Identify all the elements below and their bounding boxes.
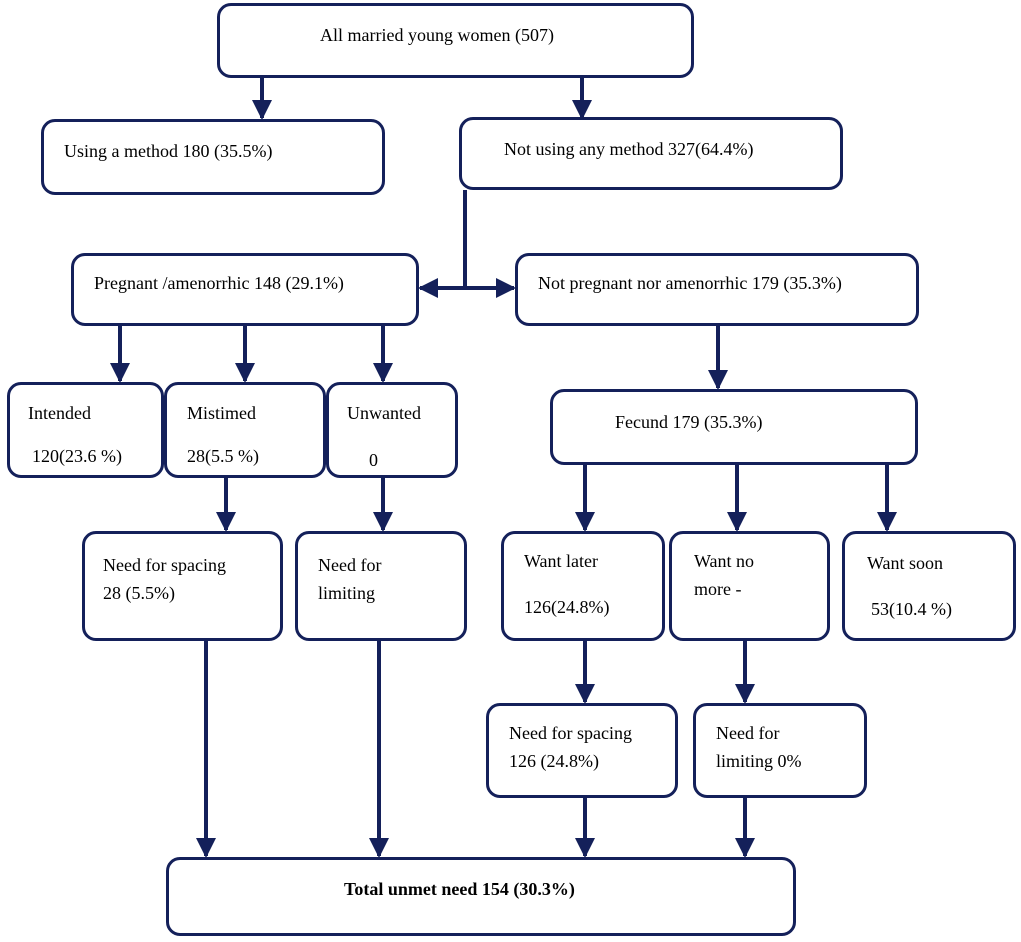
node-label: Need for spacing [509,723,632,743]
node-label: Want no [694,551,755,571]
node-value: 120(23.6 %) [32,446,122,466]
node-value: 0 [369,450,378,470]
node-label: Not using any method 327(64.4%) [504,139,754,159]
node-intended: Intended 120(23.6 %) [7,382,164,478]
node-label: Unwanted [347,403,421,423]
node-value: 126(24.8%) [524,597,610,617]
node-unwanted: Unwanted 0 [326,382,458,478]
node-not-using-method: Not using any method 327(64.4%) [459,117,843,190]
node-value: 126 (24.8%) [509,751,599,771]
node-label: Need for [318,555,382,575]
node-value: 28 (5.5%) [103,583,175,603]
node-value: limiting 0% [716,751,802,771]
node-fecund: Fecund 179 (35.3%) [550,389,918,465]
node-mistimed: Mistimed 28(5.5 %) [164,382,326,478]
node-label: All married young women (507) [320,25,554,45]
node-value: 53(10.4 %) [871,599,952,619]
node-label: Pregnant /amenorrhic 148 (29.1%) [94,273,344,293]
node-need-limiting-pregnant: Need for limiting [295,531,467,641]
node-value: limiting [318,583,376,603]
node-label: Want soon [867,553,944,573]
node-need-limiting-fecund: Need for limiting 0% [693,703,867,798]
node-all-married-women: All married young women (507) [217,3,694,78]
node-want-soon: Want soon 53(10.4 %) [842,531,1016,641]
node-need-spacing-pregnant: Need for spacing 28 (5.5%) [82,531,283,641]
node-label: Fecund 179 (35.3%) [615,412,763,432]
node-label: Using a method 180 (35.5%) [64,141,273,161]
node-label: Want later [524,551,599,571]
node-want-later: Want later 126(24.8%) [501,531,665,641]
node-label: Need for spacing [103,555,226,575]
node-value: 28(5.5 %) [187,446,259,466]
node-label: Intended [28,403,91,423]
node-total-unmet-need: Total unmet need 154 (30.3%) [166,857,796,936]
node-need-spacing-fecund: Need for spacing 126 (24.8%) [486,703,678,798]
node-not-pregnant: Not pregnant nor amenorrhic 179 (35.3%) [515,253,919,326]
node-label: Total unmet need 154 (30.3%) [344,879,575,899]
node-label: Mistimed [187,403,257,423]
node-pregnant-amenorrhic: Pregnant /amenorrhic 148 (29.1%) [71,253,419,326]
node-want-no-more: Want no more - [669,531,830,641]
node-value: more - [694,579,742,599]
node-using-method: Using a method 180 (35.5%) [41,119,385,195]
node-label: Not pregnant nor amenorrhic 179 (35.3%) [538,273,842,293]
node-label: Need for [716,723,780,743]
